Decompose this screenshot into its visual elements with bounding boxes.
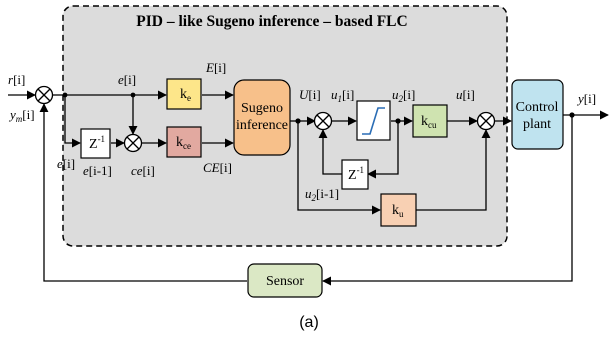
delay-block-u2: Z-1 (341, 159, 369, 190)
saturation-block (356, 100, 391, 141)
signal-label-ym: ym[i] (8, 107, 35, 124)
junction-y (569, 112, 575, 118)
signal-label-u1: u1[i] (331, 87, 354, 104)
signal-label-y: y[i] (576, 91, 596, 106)
junction-u2 (395, 118, 401, 124)
svg-text:Z-1: Z-1 (348, 165, 364, 183)
wire-ku-to-sum4 (416, 129, 491, 211)
svg-text:plant: plant (523, 117, 551, 132)
svg-text:inference: inference (236, 118, 288, 133)
signal-label-u2: u2[i] (392, 87, 415, 104)
sum-junction-3 (313, 111, 333, 131)
wire-sensor-to-sum1 (39, 103, 247, 282)
svg-text:Z-1: Z-1 (89, 134, 105, 152)
signal-label-e-prev: e[i-1] (83, 163, 112, 178)
junction-e-top (130, 92, 136, 98)
signal-label-U: U[i] (299, 87, 321, 102)
flc-title: PID – like Sugeno inference – based FLC (136, 13, 407, 30)
sum-junction-1 (34, 85, 54, 105)
gain-block-kce: kce (166, 126, 202, 158)
signal-label-E: E[i] (205, 60, 226, 75)
svg-text:Control: Control (516, 100, 559, 115)
signal-label-e-left: e[i] (57, 156, 75, 171)
svg-text:Sensor: Sensor (266, 274, 304, 289)
wire-e-to-z1 (64, 95, 81, 148)
signal-label-r: r[i] (8, 72, 25, 87)
svg-text:kce: kce (176, 135, 191, 151)
signal-label-u2-prev: u2[i-1] (305, 186, 339, 203)
delay-block-e: Z-1 (80, 128, 111, 159)
wire-y-to-sensor (322, 115, 573, 286)
sum-junction-2 (123, 133, 143, 153)
sugeno-inference-block: Sugeno inference (233, 79, 291, 156)
svg-text:Sugeno: Sugeno (241, 101, 283, 116)
figure-caption: (a) (299, 314, 319, 331)
signal-label-e-top: e[i] (118, 72, 136, 87)
junction-U (295, 118, 301, 124)
svg-text:ke: ke (180, 87, 191, 103)
gain-block-ke: ke (166, 78, 202, 110)
signal-label-ce: ce[i] (131, 163, 155, 178)
gain-block-kcu: kcu (412, 104, 448, 138)
wire-u2-to-z2 (367, 121, 399, 179)
wire-U-to-ku (297, 121, 381, 215)
gain-block-ku: ku (380, 193, 417, 227)
control-plant-block: Control plant (511, 79, 564, 150)
junction-e (62, 92, 68, 98)
sensor-block: Sensor (247, 263, 323, 298)
sum-junction-4 (476, 111, 496, 131)
svg-text:ku: ku (392, 203, 404, 219)
signal-label-u: u[i] (456, 87, 475, 102)
signal-label-CE: CE[i] (203, 160, 232, 175)
wire-z2-to-sum3 (318, 129, 342, 175)
svg-text:kcu: kcu (421, 114, 437, 130)
